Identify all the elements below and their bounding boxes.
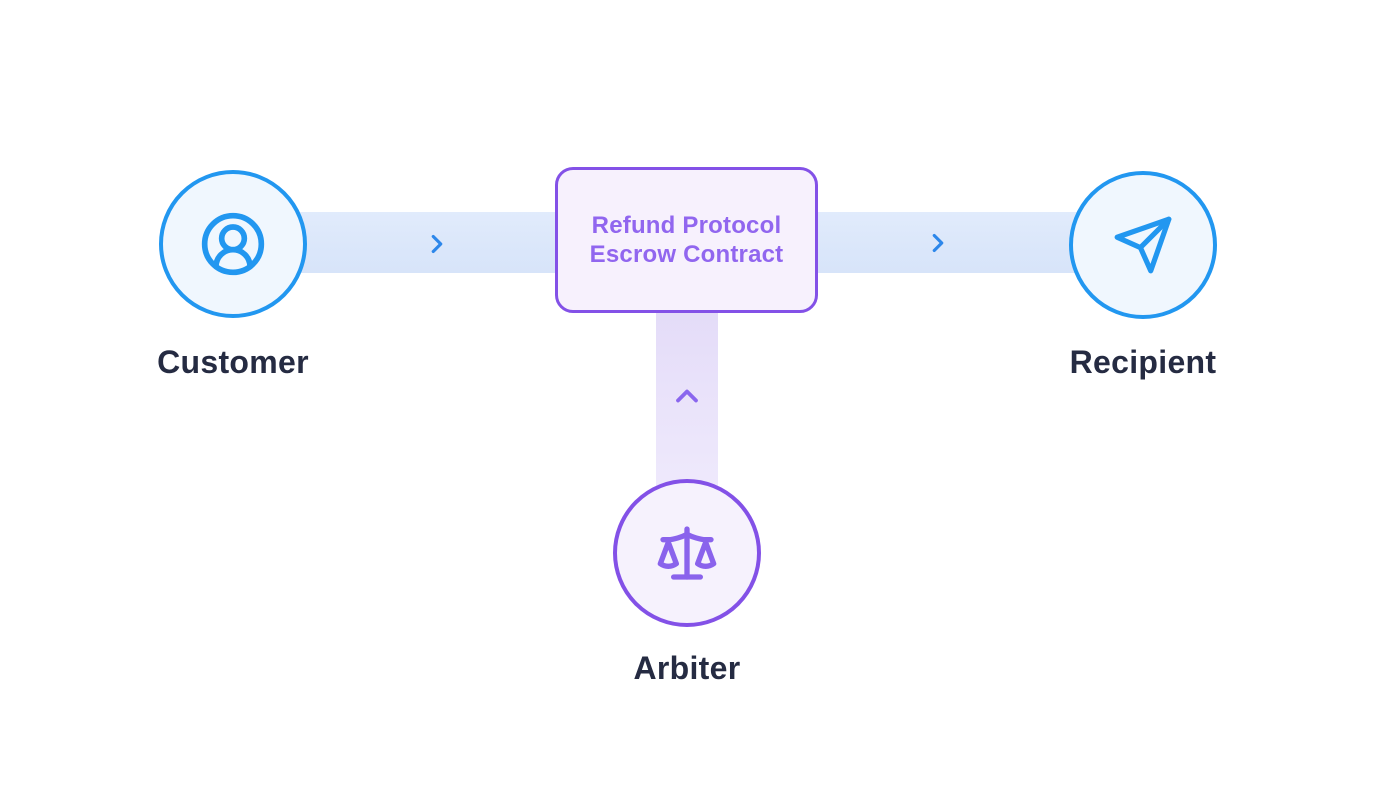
node-customer — [159, 170, 307, 318]
contract-box-title-line2: Escrow Contract — [589, 241, 784, 268]
node-arbiter — [613, 479, 761, 627]
scale-icon — [655, 521, 719, 585]
node-label-recipient: Recipient — [1069, 344, 1217, 380]
node-label-arbiter: Arbiter — [633, 650, 741, 686]
connector-band-vertical — [656, 300, 718, 500]
contract-box-title-line1: Refund Protocol — [591, 212, 782, 239]
node-label-customer: Customer — [157, 344, 309, 380]
node-recipient — [1069, 171, 1217, 319]
send-icon — [1112, 214, 1174, 276]
circle-user-icon — [199, 210, 267, 278]
chevron-right-icon — [923, 228, 953, 258]
contract-box: Refund Protocol Escrow Contract — [555, 167, 818, 313]
chevron-up-icon — [669, 378, 705, 414]
chevron-right-icon — [422, 229, 452, 259]
